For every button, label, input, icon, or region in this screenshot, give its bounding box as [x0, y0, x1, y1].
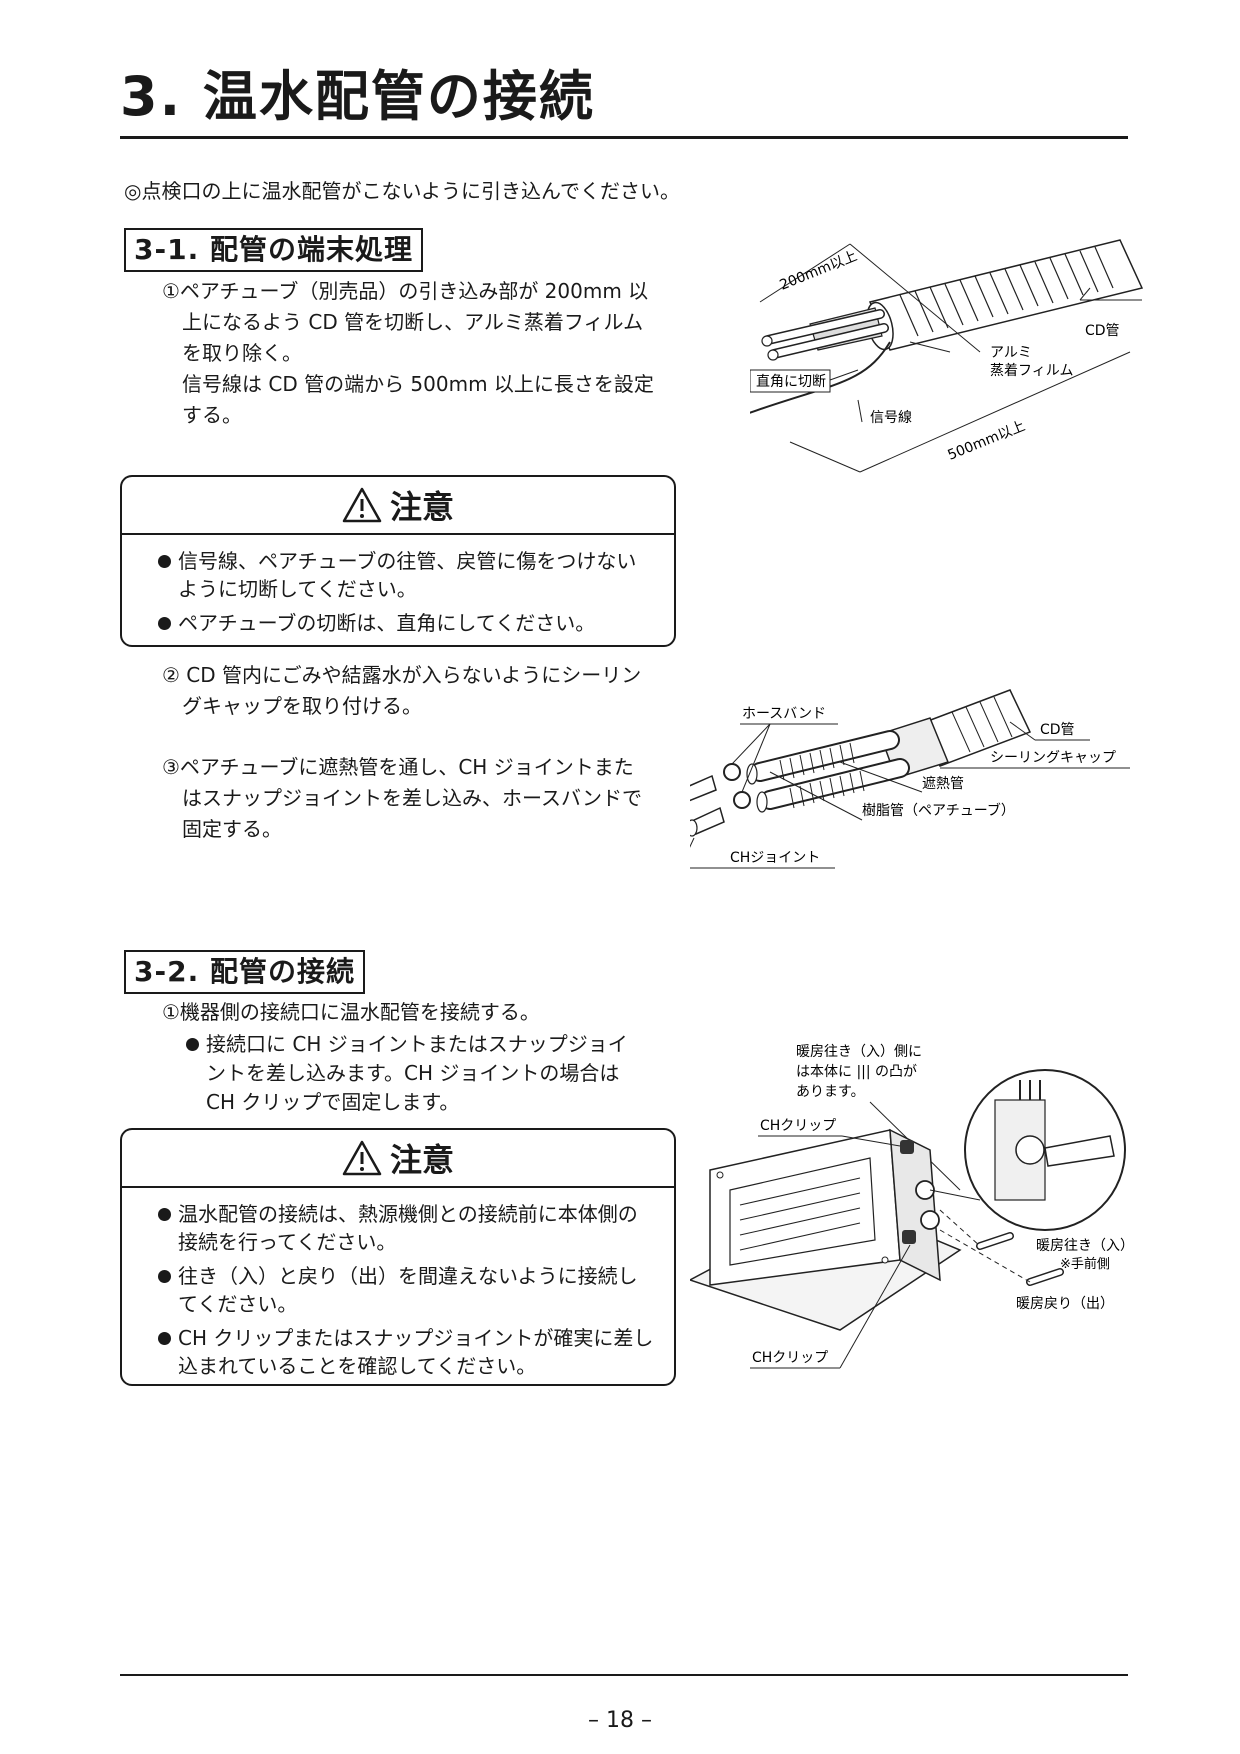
cd-pipe-label: CD管	[1040, 722, 1075, 738]
ch-joint	[690, 774, 717, 802]
text-line: ② CD 管内にごみや結露水が入らないようにシーリン	[162, 663, 642, 687]
text-line: グキャップを取り付ける。	[182, 694, 422, 718]
text-line: する。	[182, 403, 242, 427]
bullet-item: 接続口に CH ジョイントまたはスナップジョイ ントを差し込みます。CH ジョイ…	[186, 1030, 686, 1117]
text-line: 固定する。	[182, 817, 282, 841]
ch-clip	[900, 1140, 914, 1154]
warning-triangle-icon	[342, 1140, 382, 1176]
unit-connection-diagram: 暖房往き（入）側に は本体に ||| の凸が あります。 CHクリップ	[690, 1044, 1134, 1369]
sealing-cap-label: シーリングキャップ	[990, 750, 1116, 766]
text-line: 上になるよう CD 管を切断し、アルミ蒸着フィルム	[182, 310, 644, 334]
text-line: はスナップジョイントを差し込み、ホースバンドで	[182, 786, 642, 810]
caution-list: 温水配管の接続は、熱源機側との接続前に本体側の接続を行ってください。 往き（入）…	[122, 1188, 674, 1384]
caution-box-2: 注意 温水配管の接続は、熱源機側との接続前に本体側の接続を行ってください。 往き…	[120, 1128, 676, 1386]
aluminum-label: アルミ	[990, 345, 1032, 361]
pair-tubes	[761, 309, 889, 361]
ch-clip-label: CHクリップ	[760, 1118, 836, 1134]
caution-item: 往き（入）と戻り（出）を間違えないように接続してください。	[158, 1262, 654, 1318]
supply-side-note: あります。	[796, 1084, 865, 1100]
caution-item: 信号線、ペアチューブの往管、戻管に傷をつけないように切断してください。	[158, 547, 654, 603]
aluminum-film-label: 蒸着フィルム	[990, 363, 1073, 379]
signal-label: 信号線	[870, 410, 912, 426]
unit-body	[690, 1128, 962, 1331]
return-label: 暖房戻り（出）	[1016, 1296, 1114, 1312]
text-line: ③ペアチューブに遮熱管を通し、CH ジョイントまた	[162, 755, 634, 779]
section1-step3: ③ペアチューブに遮熱管を通し、CH ジョイントまた はスナップジョイントを差し込…	[162, 752, 702, 845]
supply-label: 暖房往き（入）	[1036, 1238, 1134, 1254]
caution-title: 注意	[389, 488, 454, 526]
ch-joint	[690, 806, 725, 837]
section1-step1: ①ペアチューブ（別売品）の引き込み部が 200mm 以 上になるよう CD 管を…	[162, 276, 702, 431]
ch-clip-label: CHクリップ	[752, 1350, 828, 1366]
dimension-line	[849, 243, 981, 353]
caution-item: ペアチューブの切断は、直角にしてください。	[158, 609, 654, 637]
joint-assembly-diagram: ホースバンド CD管 シーリングキャップ 遮熱管 樹脂管（ペアチューブ） CHジ…	[690, 689, 1130, 869]
section-heading-3-2: 3-2. 配管の接続	[124, 950, 365, 994]
supply-port	[915, 1180, 935, 1200]
text-line: 接続口に CH ジョイントまたはスナップジョイ	[206, 1032, 628, 1056]
heat-shield-label: 遮熱管	[922, 776, 964, 792]
dimension-line	[789, 441, 861, 473]
caution-list: 信号線、ペアチューブの往管、戻管に傷をつけないように切断してください。 ペアチュ…	[122, 535, 674, 645]
return-port	[920, 1210, 940, 1230]
text-line: 信号線は CD 管の端から 500mm 以上に長さを設定	[182, 372, 654, 396]
caution-item: CH クリップまたはスナップジョイントが確実に差し込まれていることを確認してくだ…	[158, 1324, 654, 1380]
hose-band-label: ホースバンド	[742, 706, 826, 722]
detail-magnifier	[964, 1069, 1126, 1231]
caution-header: 注意	[122, 477, 674, 535]
caution-item: 温水配管の接続は、熱源機側との接続前に本体側の接続を行ってください。	[158, 1200, 654, 1256]
section1-step2: ② CD 管内にごみや結露水が入らないようにシーリン グキャップを取り付ける。	[162, 660, 702, 722]
supply-side-note: 暖房往き（入）側に	[796, 1044, 922, 1060]
cd-pipe-label: CD管	[1085, 323, 1120, 339]
text-line: CH クリップで固定します。	[206, 1090, 460, 1114]
title-divider	[120, 136, 1128, 139]
ch-joint-label: CHジョイント	[730, 850, 820, 866]
supply-note: ※手前側	[1060, 1256, 1110, 1272]
right-angle-box	[750, 369, 831, 393]
text-line: ①ペアチューブ（別売品）の引き込み部が 200mm 以	[162, 279, 649, 303]
section-heading-3-1: 3-1. 配管の端末処理	[124, 228, 423, 272]
footer-divider	[120, 1674, 1128, 1676]
dim-500-label: 500mm以上	[946, 418, 1028, 464]
right-angle-label: 直角に切断	[756, 373, 826, 390]
warning-triangle-icon	[342, 487, 382, 523]
ch-clip	[902, 1230, 916, 1244]
connection-bullet: 接続口に CH ジョイントまたはスナップジョイ ントを差し込みます。CH ジョイ…	[186, 1030, 686, 1117]
supply-side-note: は本体に ||| の凸が	[796, 1064, 917, 1080]
hose-band	[723, 763, 741, 781]
resin-pipe-label: 樹脂管（ペアチューブ）	[862, 802, 1015, 819]
dimension-line	[759, 243, 851, 303]
section2-step1: ①機器側の接続口に温水配管を接続する。	[162, 1000, 540, 1024]
intro-note: ◎点検口の上に温水配管がこないように引き込んでください。	[124, 179, 681, 203]
dimension-line	[859, 351, 1131, 473]
heat-shield-tubes	[746, 730, 910, 813]
text-line: を取り除く。	[182, 341, 302, 365]
hose-band	[733, 791, 751, 809]
caution-title: 注意	[389, 1141, 454, 1179]
caution-header: 注意	[122, 1130, 674, 1188]
caution-box-1: 注意 信号線、ペアチューブの往管、戻管に傷をつけないように切断してください。 ペ…	[120, 475, 676, 647]
pipe-end-diagram: 200mm以上 500mm以上 CD管 アルミ 蒸着フィルム 直角に切断 信号線	[750, 239, 1144, 473]
text-line: ントを差し込みます。CH ジョイントの場合は	[206, 1061, 620, 1085]
page-title: 3. 温水配管の接続	[120, 65, 595, 128]
page-number: – 18 –	[588, 1708, 652, 1733]
dim-200-label: 200mm以上	[778, 248, 860, 294]
